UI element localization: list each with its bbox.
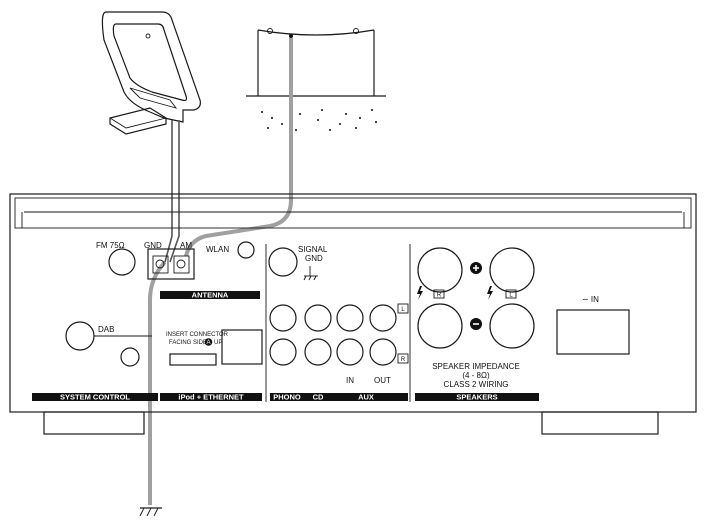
phono-left-jack [269,304,297,332]
svg-text:CD: CD [313,393,324,402]
rca-bar [270,393,408,401]
right-channel-badge: R [401,357,406,363]
amplifier-chassis [9,193,697,435]
ground-dots [261,109,377,131]
aux-out-left-jack [369,304,397,332]
minus-terminal-icon [470,318,482,330]
svg-text:UP: UP [214,340,222,346]
svg-text:SIGNAL: SIGNAL [298,245,328,254]
dab-connector [65,321,95,351]
svg-text:L: L [509,293,513,299]
speaker-impedance-label: SPEAKER IMPEDANCE [432,362,520,371]
antenna-section: FM 75Ω GND AM WLAN ANTENNA [96,241,260,300]
gnd-label: GND [144,241,162,250]
class2-wiring-label: CLASS 2 WIRING [444,380,509,389]
aux-in-left-jack [336,304,364,332]
antenna-bar [160,291,260,299]
ipod-dock-connector [169,353,217,366]
ethernet-port [221,329,263,365]
svg-text:PHONO: PHONO [273,393,301,402]
ground-icon [303,266,318,281]
wlan-connector [237,241,255,259]
antenna-cables [148,38,293,505]
speaker-left-positive [489,247,535,293]
ipod-ethernet-section: INSERT CONNECTOR FACING SIDE A UP [166,329,263,366]
fm-wire-antenna [246,28,386,131]
svg-text:iPod + ETHERNET: iPod + ETHERNET [178,393,244,402]
am-loop-antenna [101,11,201,135]
svg-text:R: R [437,293,442,299]
system-control-jack [120,347,140,367]
system-control-bar [32,393,158,401]
svg-text:INSERT CONNECTOR: INSERT CONNECTOR [166,332,229,338]
lightning-warning-icon [487,286,493,300]
ipod-ethernet-bar [160,393,262,401]
phono-right-jack [269,338,297,366]
svg-text:FACING SIDE: FACING SIDE [169,340,207,346]
wlan-label: WLAN [206,245,229,254]
signal-gnd-section: SIGNAL GND [268,245,328,281]
speaker-right-positive [417,247,463,293]
ac-inlet [556,309,630,355]
cd-right-jack [304,338,332,366]
am-label: AM [180,241,192,250]
svg-text:GND: GND [305,254,323,263]
cd-left-jack [304,304,332,332]
svg-text:ANTENNA: ANTENNA [192,291,229,300]
aux-out-right-jack [369,338,397,366]
ac-in-label: ∼ IN [582,295,599,304]
fm-label: FM 75Ω [96,241,125,250]
section-bars: SYSTEM CONTROL iPod + ETHERNET PHONO CD … [32,393,539,402]
speaker-terminals: R L SPEAKER IMPEDANCE (4 - 8Ω) CLASS 2 W… [417,247,535,389]
speaker-right-negative [417,303,463,349]
aux-in-label: IN [346,376,354,385]
plus-terminal-icon [470,262,482,274]
svg-text:SPEAKERS: SPEAKERS [456,393,497,402]
dab-section: DAB [65,321,152,367]
speaker-left-negative [489,303,535,349]
am-terminal-block [147,248,195,280]
svg-text:SYSTEM CONTROL: SYSTEM CONTROL [60,393,130,402]
speakers-bar [415,393,539,401]
ac-inlet-section: ∼ IN [556,295,630,355]
signal-gnd-terminal [268,247,298,277]
svg-text:AUX: AUX [358,393,374,402]
impedance-range-label: (4 - 8Ω) [462,371,490,380]
fm-connector [108,248,136,276]
lightning-warning-icon [417,286,423,300]
ground-icon [139,507,162,517]
rca-inputs: L R IN OUT [269,303,409,385]
aux-out-label: OUT [374,376,391,385]
aux-in-right-jack [336,338,364,366]
svg-text:DAB: DAB [98,325,114,334]
svg-text:A: A [206,340,210,346]
left-channel-badge: L [401,307,405,313]
